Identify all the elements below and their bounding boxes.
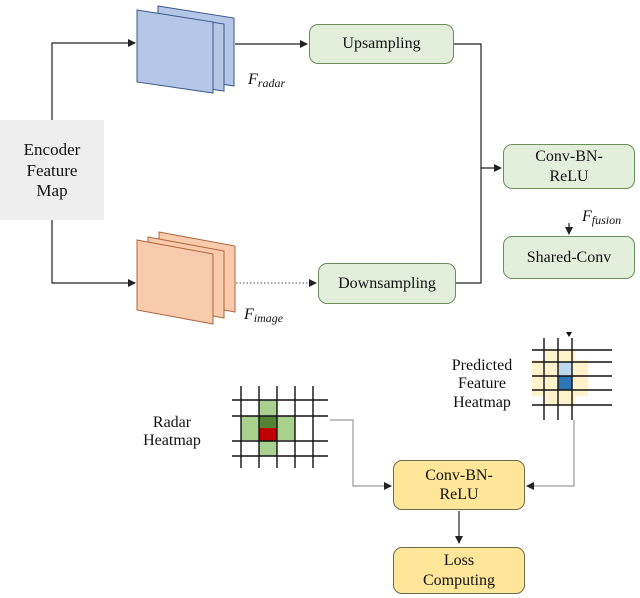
downsampling-block: Downsampling xyxy=(318,263,456,304)
loss-computing-block: Loss Computing xyxy=(393,547,525,594)
radar-heatmap-line1: Radar xyxy=(152,414,192,431)
image-feature-stack xyxy=(136,231,236,325)
conv-bn-relu-top-block: Conv-BN- ReLU xyxy=(503,144,635,189)
f-radar-sub: radar xyxy=(257,76,286,90)
predicted-heatmap-grid xyxy=(532,332,612,420)
arrows-to-conv-top xyxy=(454,43,502,284)
f-fusion-sub: fusion xyxy=(591,213,622,227)
loss-line1: Loss xyxy=(443,552,475,570)
f-fusion-label: Ffusion xyxy=(582,208,621,228)
upsampling-label: Upsampling xyxy=(342,35,421,53)
f-radar-base: F xyxy=(248,71,258,88)
conv-top-line1: Conv-BN- xyxy=(535,148,603,166)
downsampling-label: Downsampling xyxy=(338,274,436,292)
conv-bottom-line1: Conv-BN- xyxy=(425,466,493,484)
predicted-heatmap-label: Predicted Feature Heatmap xyxy=(432,357,532,412)
conv-top-line2: ReLU xyxy=(549,167,589,185)
encoder-line2: Feature xyxy=(26,160,78,180)
encoder-line3: Map xyxy=(36,181,68,201)
upsampling-block: Upsampling xyxy=(309,24,454,64)
f-image-label: Fimage xyxy=(244,306,283,326)
predicted-heatmap-line2: Feature xyxy=(458,375,506,393)
loss-line2: Computing xyxy=(422,571,495,589)
f-radar-label: Fradar xyxy=(248,71,285,91)
encoder-feature-map: Encoder Feature Map xyxy=(0,120,104,220)
conv-bn-relu-bottom-block: Conv-BN- ReLU xyxy=(393,460,525,510)
shared-conv-block: Shared-Conv xyxy=(503,236,635,279)
encoder-line1: Encoder xyxy=(23,140,81,160)
radar-heatmap-grid xyxy=(232,386,328,468)
conv-bottom-line2: ReLU xyxy=(439,486,479,503)
f-image-sub: image xyxy=(253,311,284,325)
predicted-heatmap-line1: Predicted xyxy=(451,357,513,374)
encoder-arrows xyxy=(51,39,136,287)
radar-heatmap-line2: Heatmap xyxy=(143,432,201,450)
radar-feature-stack xyxy=(136,5,235,94)
f-image-base: F xyxy=(244,306,254,323)
radar-heatmap-label: Radar Heatmap xyxy=(128,414,216,451)
f-fusion-base: F xyxy=(582,208,592,225)
shared-conv-label: Shared-Conv xyxy=(526,248,612,266)
predicted-heatmap-line3: Heatmap xyxy=(453,393,511,411)
arrows-to-conv-bottom xyxy=(330,419,575,490)
